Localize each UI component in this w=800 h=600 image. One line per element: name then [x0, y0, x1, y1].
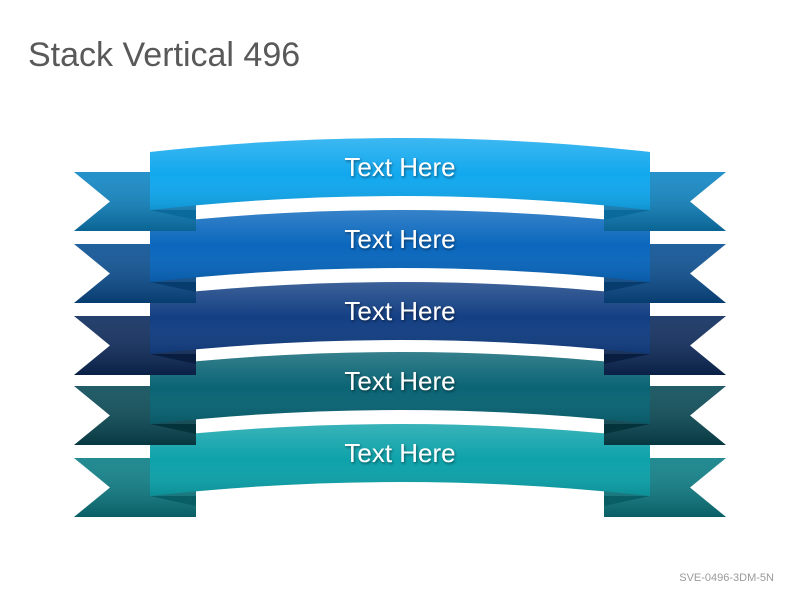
ribbon-left-fold — [150, 282, 196, 292]
slide-title: Stack Vertical 496 — [28, 36, 301, 74]
ribbon-label: Text Here — [344, 296, 455, 326]
ribbon-right-fold — [604, 424, 650, 434]
ribbon-left-fold — [150, 496, 196, 506]
ribbon-3: Text Here — [74, 282, 726, 375]
footer-code: SVE-0496-3DM-5N — [679, 572, 774, 584]
ribbon-label: Text Here — [344, 366, 455, 396]
ribbon-left-fold — [150, 424, 196, 434]
ribbon-5: Text Here — [74, 424, 726, 517]
ribbon-right-fold — [604, 210, 650, 220]
ribbon-right-fold — [604, 354, 650, 364]
ribbon-2: Text Here — [74, 210, 726, 303]
ribbon-1: Text Here — [74, 138, 726, 231]
ribbon-label: Text Here — [344, 438, 455, 468]
ribbon-left-fold — [150, 210, 196, 220]
ribbon-label: Text Here — [344, 152, 455, 182]
ribbon-left-fold — [150, 354, 196, 364]
ribbon-label: Text Here — [344, 224, 455, 254]
ribbon-right-fold — [604, 496, 650, 506]
ribbon-right-fold — [604, 282, 650, 292]
ribbon-4: Text Here — [74, 352, 726, 445]
